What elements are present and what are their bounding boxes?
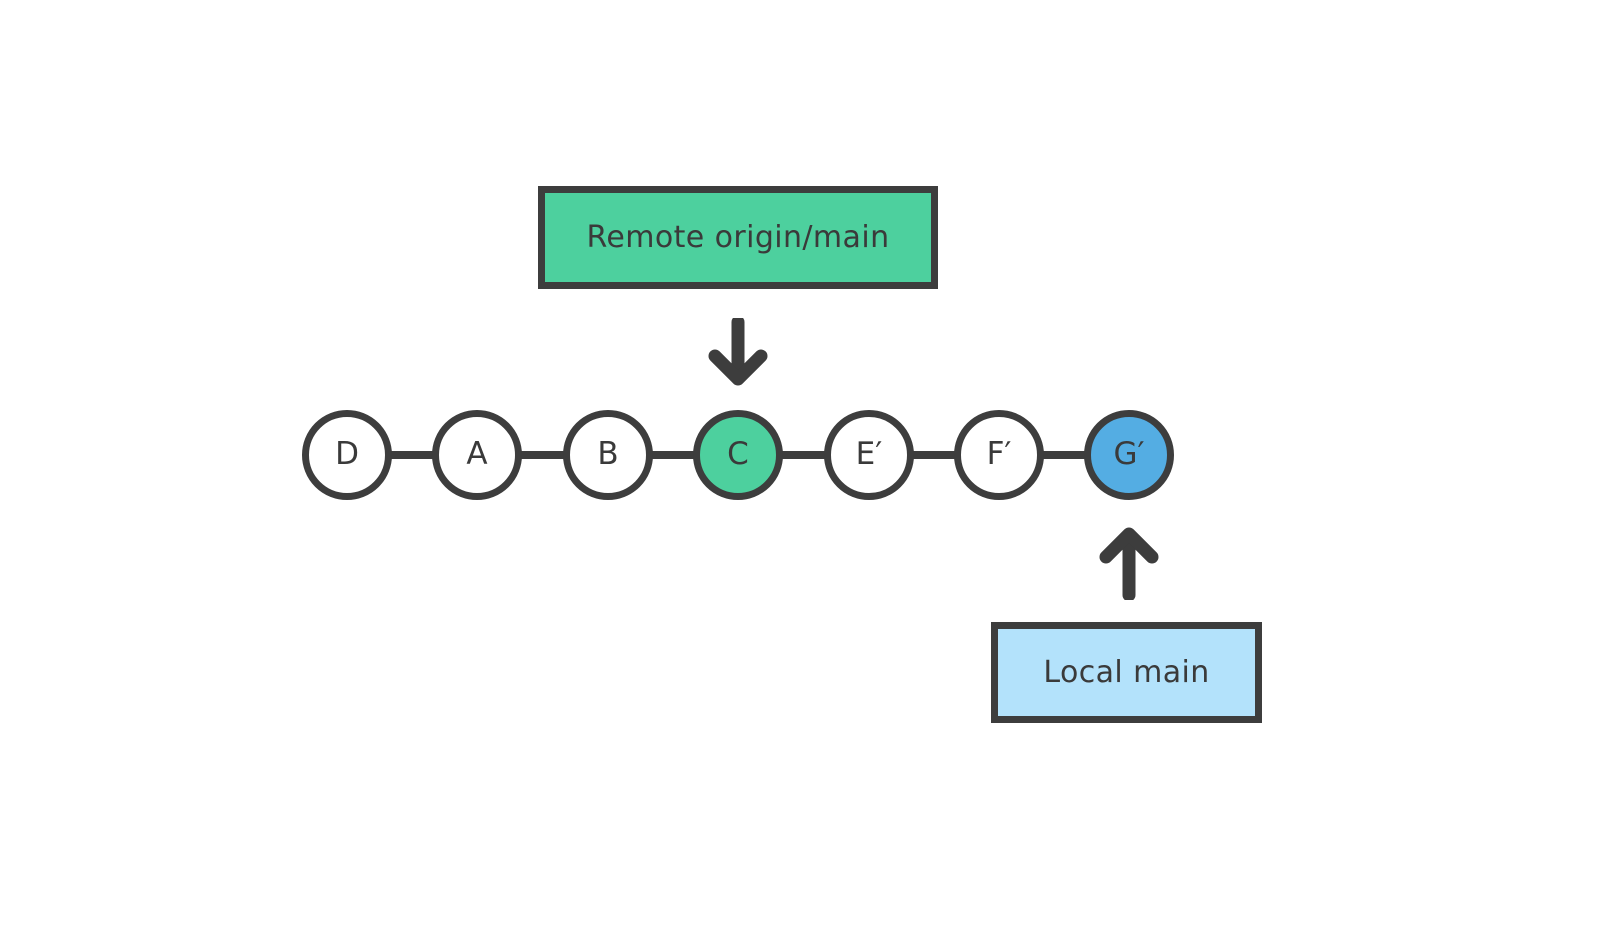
arrow-up-local-to-g-prime <box>1099 527 1159 600</box>
commit-node-label: A <box>466 435 488 472</box>
commit-node-label: D <box>335 435 359 472</box>
commit-node-e-prime[interactable]: E′ <box>824 410 914 500</box>
commit-node-f-prime[interactable]: F′ <box>954 410 1044 500</box>
commit-node-label: C <box>727 435 749 472</box>
remote-branch-label-box[interactable]: Remote origin/main <box>538 186 938 289</box>
commit-node-d[interactable]: D <box>302 410 392 500</box>
arrow-down-remote-to-c <box>708 318 768 386</box>
commit-node-a[interactable]: A <box>432 410 522 500</box>
local-branch-label-box[interactable]: Local main <box>991 622 1262 723</box>
commit-node-label: F′ <box>986 435 1012 472</box>
remote-branch-label-text: Remote origin/main <box>586 220 890 255</box>
commit-node-label: E′ <box>855 435 883 472</box>
commit-node-b[interactable]: B <box>563 410 653 500</box>
commit-node-c[interactable]: C <box>693 410 783 500</box>
commit-node-label: B <box>597 435 619 472</box>
commit-node-g-prime[interactable]: G′ <box>1084 410 1174 500</box>
local-branch-label-text: Local main <box>1043 655 1210 690</box>
commit-node-label: G′ <box>1113 435 1145 472</box>
